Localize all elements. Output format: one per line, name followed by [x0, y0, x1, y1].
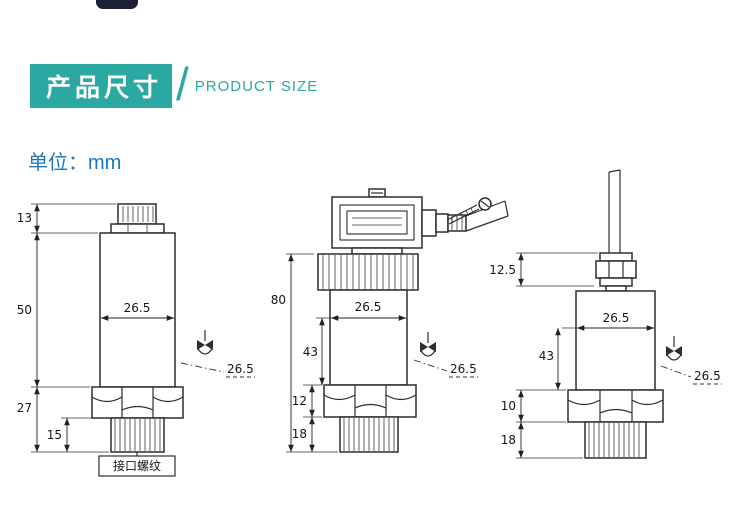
dim-body-height: 43 — [303, 345, 318, 359]
cable — [608, 169, 621, 253]
drawing-cable-type: 12.5 10 18 43 26.5 26.5 — [489, 169, 722, 459]
dim-body-height: 50 — [17, 303, 32, 317]
dim-nut-height: 10 — [501, 399, 516, 413]
hex-nut — [567, 389, 664, 423]
unit-label-cn: 单位： — [28, 152, 88, 174]
cable-gland — [599, 252, 633, 262]
port-symbol-icon — [196, 329, 214, 355]
section-title-en: PRODUCT SIZE — [194, 77, 319, 95]
cap-flange — [110, 223, 165, 234]
dim-thread-height: 18 — [501, 433, 516, 447]
section-banner: 产品尺寸 / PRODUCT SIZE — [30, 58, 319, 110]
cropped-image-fragment — [96, 0, 138, 9]
dim-thread-height: 18 — [292, 427, 307, 441]
banner-slash: / — [176, 58, 189, 110]
thread-stub — [584, 421, 647, 459]
drawing-din-connector-type: 80 12 18 43 26.5 26.5 — [271, 188, 509, 453]
hex-nut — [323, 384, 417, 418]
dim-overall-height: 80 — [271, 293, 286, 307]
dim-body-width: 26.5 — [355, 300, 382, 314]
dim-body-width: 26.5 — [603, 311, 630, 325]
dimension-drawings-canvas: 接口螺纹 13 50 27 15 26.5 26.5 — [17, 169, 722, 477]
knurled-cap — [117, 203, 157, 225]
dim-hex-width: 26.5 — [227, 362, 254, 376]
thread-stub — [110, 417, 165, 453]
sensor-body — [575, 290, 656, 391]
dim-hex-width: 26.5 — [694, 369, 721, 383]
dim-gland-height: 12.5 — [489, 263, 516, 277]
port-symbol-icon — [665, 335, 683, 361]
screw-icon — [446, 197, 492, 225]
drawing-plug-type: 接口螺纹 13 50 27 15 26.5 26.5 — [17, 203, 255, 477]
connector-neck — [351, 247, 403, 255]
dim-body-width: 26.5 — [124, 301, 151, 315]
unit-label: 单位：mm — [28, 146, 121, 175]
knurled-ring — [317, 253, 419, 291]
thread-label: 接口螺纹 — [113, 458, 161, 473]
section-title-cn: 产品尺寸 — [30, 64, 173, 108]
cable-gland — [421, 209, 437, 237]
sensor-body — [329, 289, 408, 386]
dim-lower-height: 27 — [17, 401, 32, 415]
thread-label-box — [98, 455, 176, 477]
dim-nut-height: 12 — [292, 394, 307, 408]
dim-body-height: 43 — [539, 349, 554, 363]
dim-thread-height: 15 — [47, 428, 62, 442]
port-symbol-icon — [419, 331, 437, 357]
dim-hex-width: 26.5 — [450, 362, 477, 376]
unit-value: mm — [88, 152, 122, 174]
dim-cap-height: 13 — [17, 211, 32, 225]
hex-nut — [91, 386, 184, 419]
sensor-body — [99, 232, 176, 388]
